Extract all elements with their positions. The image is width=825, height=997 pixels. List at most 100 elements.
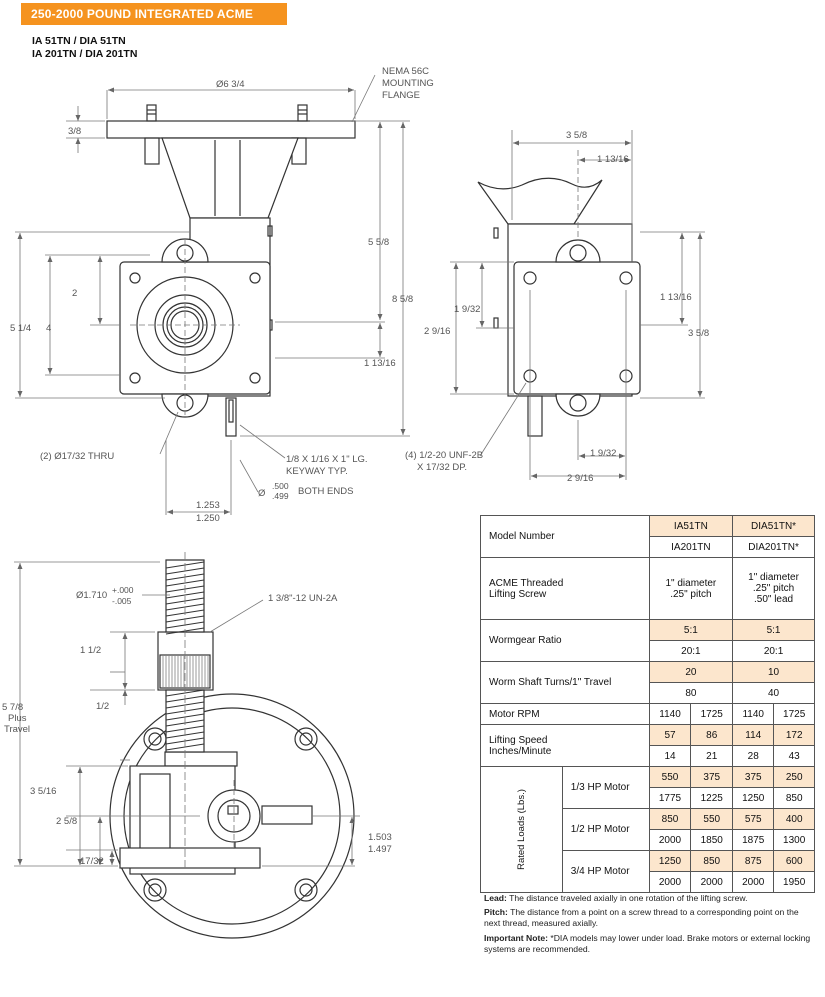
load-cell: 850: [773, 787, 815, 809]
acme-a-line-1: 1" diameter: [665, 577, 717, 589]
label-shaft-dia-top: .500: [272, 481, 289, 491]
load-cell: 1950: [773, 871, 815, 893]
rpm-cell: 1725: [773, 703, 815, 725]
note-important-text: *DIA models may lower under load. Brake …: [484, 932, 811, 954]
load-cell: 1225: [690, 787, 734, 809]
speed-bottom-cell: 28: [732, 745, 775, 767]
label-motor-1: 1/3 HP Motor: [561, 766, 650, 809]
thread-line: [165, 591, 205, 599]
label-speed-line-1: Lifting Speed: [489, 734, 548, 746]
load-cell: 1250: [648, 850, 692, 872]
load-cell: 1850: [690, 829, 734, 851]
dim-nut-gap: 1/2: [96, 701, 109, 712]
label-turns: Worm Shaft Turns/1" Travel: [480, 661, 650, 704]
notes: Lead: The distance traveled axially in o…: [484, 893, 814, 958]
model-list: IA 51TN / DIA 51TN IA 201TN / DIA 201TN: [32, 35, 137, 60]
dim-height-upper: 5 5/8: [368, 237, 389, 248]
load-cell: 550: [690, 808, 734, 830]
label-nema-1: NEMA 56C: [382, 66, 429, 77]
dim-body-height: 5 1/4: [10, 323, 31, 334]
label-shaft-dia-bottom: .499: [272, 491, 289, 501]
dim-side-half-width: 1 13/16: [597, 154, 629, 165]
dim-side-bottom-half: 1 9/32: [590, 448, 616, 459]
label-thread-spec: 1 3/8"-12 UN-2A: [268, 593, 338, 604]
load-cell: 400: [773, 808, 815, 830]
turns-b-bottom: 40: [732, 682, 815, 704]
load-cell: 1875: [732, 829, 775, 851]
note-pitch-text: The distance from a point on a screw thr…: [484, 907, 799, 929]
label-tapped-holes-2: X 17/32 DP.: [417, 462, 467, 473]
load-cell: 375: [732, 766, 775, 788]
load-cell: 600: [773, 850, 815, 872]
thread-line: [165, 579, 205, 587]
dim-screw-tol-top: +.000: [112, 585, 134, 595]
label-lifting-speed: Lifting Speed Inches/Minute: [480, 724, 650, 767]
note-lead-label: Lead:: [484, 893, 507, 903]
ratio-b-top: 5:1: [732, 619, 815, 641]
label-tapped-holes-1: (4) 1/2-20 UNF-2B: [405, 450, 483, 461]
load-cell: 2000: [648, 829, 692, 851]
speed-top-cell: 57: [648, 724, 692, 746]
spec-table: Model Number IA51TN DIA51TN* IA201TN DIA…: [480, 515, 815, 893]
load-cell: 250: [773, 766, 815, 788]
acme-a: 1" diameter .25" pitch: [648, 557, 734, 620]
acme-a-line-2: .25" pitch: [670, 588, 712, 600]
load-cell: 850: [648, 808, 692, 830]
dim-side-bottom-full: 2 9/16: [567, 473, 593, 484]
bottom-view-dims: [14, 552, 360, 870]
dim-side-width: 3 5/8: [566, 130, 587, 141]
dim-screw-tol-bottom: -.005: [112, 596, 132, 606]
load-cell: 875: [732, 850, 775, 872]
rpm-cell: 1140: [648, 703, 692, 725]
model-line-2: IA 201TN / DIA 201TN: [32, 47, 138, 60]
dim-travel-1: 5 7/8: [2, 702, 23, 713]
dim-travel-2: Plus: [8, 713, 27, 724]
rated-loads-text: Rated Loads (Lbs.): [515, 789, 527, 870]
label-rated-loads: Rated Loads (Lbs.): [480, 766, 563, 893]
label-keyway-2: KEYWAY TYP.: [286, 466, 348, 477]
dim-travel-3: Travel: [4, 724, 30, 735]
speed-top-cell: 172: [773, 724, 815, 746]
load-cell: 2000: [732, 871, 775, 893]
turns-b-top: 10: [732, 661, 815, 683]
front-view: [106, 104, 356, 437]
note-pitch: Pitch: The distance from a point on a sc…: [484, 907, 814, 929]
dim-base-offset: 17/32: [80, 856, 104, 867]
model-b-top: DIA51TN*: [732, 515, 815, 537]
dim-side-height-right: 3 5/8: [688, 328, 709, 339]
dim-screw-dia: Ø1.710: [76, 590, 107, 601]
dim-body-inner: 4: [46, 323, 51, 334]
acme-b-line-1: 1" diameter: [748, 572, 799, 583]
load-cell: 2000: [648, 871, 692, 893]
thread-line: [165, 701, 205, 709]
label-ratio: Wormgear Ratio: [480, 619, 650, 662]
dim-flange-width: Ø6 3/4: [216, 79, 245, 90]
label-acme-line-1: ACME Threaded: [489, 577, 564, 589]
load-cell: 375: [690, 766, 734, 788]
label-shaft-dia-suffix: BOTH ENDS: [298, 486, 353, 497]
front-view-dims: [15, 74, 410, 515]
thread-line: [165, 689, 205, 697]
dim-flange-thickness: 3/8: [68, 126, 81, 137]
acme-b-line-3: .50" lead: [753, 594, 794, 605]
label-acme-line-2: Lifting Screw: [489, 588, 547, 600]
label-speed-line-2: Inches/Minute: [489, 745, 552, 757]
load-cell: 550: [648, 766, 692, 788]
dim-height-total: 8 5/8: [392, 294, 413, 305]
note-lead-text: The distance traveled axially in one rot…: [509, 893, 748, 903]
bottom-view: [109, 559, 355, 939]
label-motor-3: 3/4 HP Motor: [561, 850, 650, 893]
load-cell: 575: [732, 808, 775, 830]
load-cell: 1300: [773, 829, 815, 851]
ratio-a-bottom: 20:1: [648, 640, 734, 662]
section-banner: 250-2000 POUND INTEGRATED ACME SCREW: [21, 3, 287, 43]
speed-bottom-cell: 43: [773, 745, 815, 767]
dim-base-height: 2 5/8: [56, 816, 77, 827]
rpm-cell: 1725: [690, 703, 734, 725]
label-nema-3: FLANGE: [382, 90, 420, 101]
note-important-label: Important Note:: [484, 932, 548, 943]
acme-b-line-2: .25" pitch: [752, 583, 795, 594]
label-nema-2: MOUNTING: [382, 78, 434, 89]
label-motor-rpm: Motor RPM: [480, 703, 650, 725]
